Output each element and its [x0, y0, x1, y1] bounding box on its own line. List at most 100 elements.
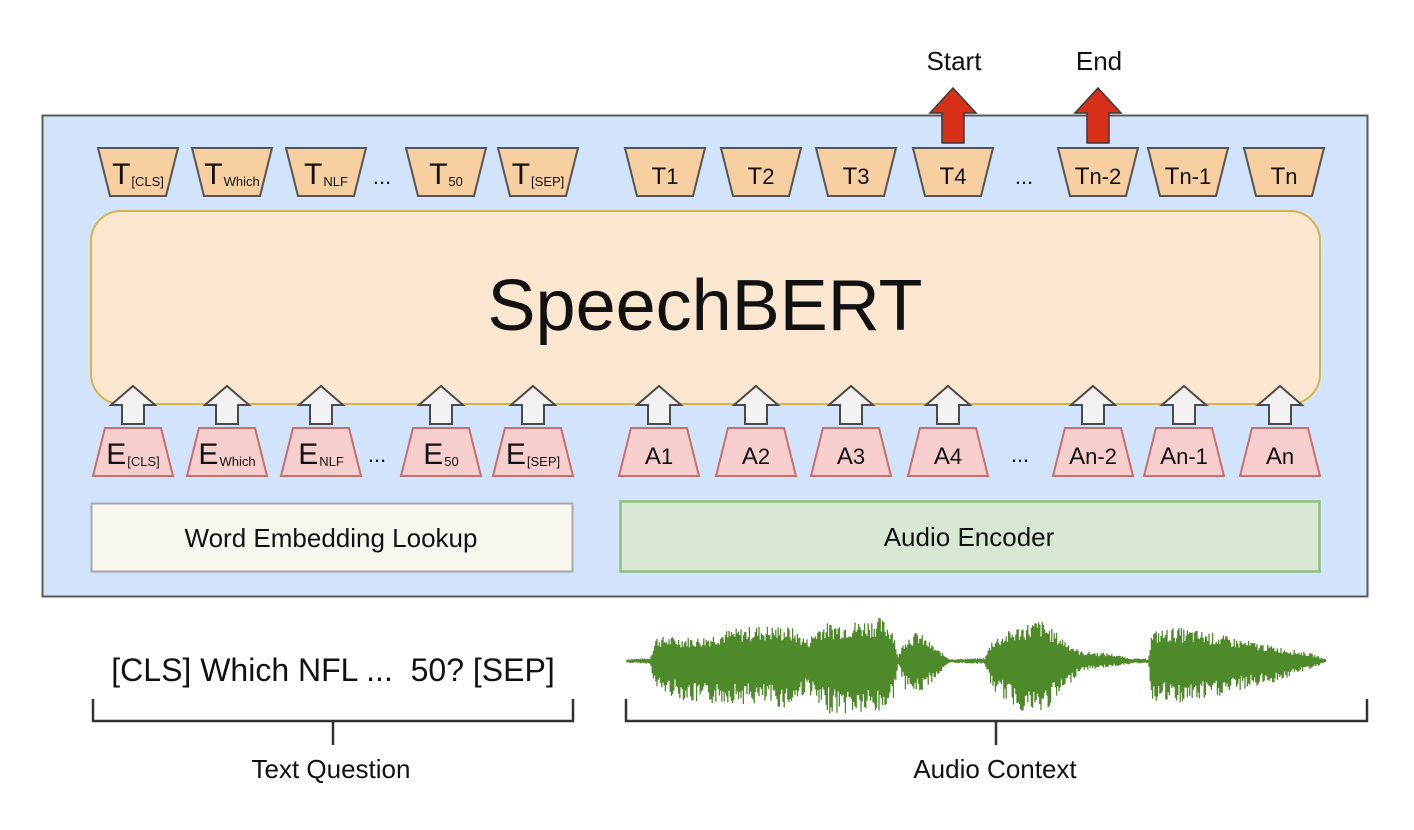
output-token: T[CLS]	[96, 147, 180, 197]
input-embedding: A4	[906, 427, 990, 477]
input-embedding-shape	[617, 427, 701, 477]
bottom-audio-ellipsis: ...	[1011, 442, 1029, 467]
end-label: End	[1076, 46, 1122, 76]
input-embedding-label: An-2	[1069, 443, 1117, 470]
output-token-shape	[1056, 147, 1140, 197]
input-embedding-label: E50	[423, 438, 458, 471]
token-subscript: 4	[950, 444, 962, 469]
up-arrow-icon	[1068, 384, 1118, 425]
token-main-letter: T	[1075, 163, 1090, 190]
token-main-letter: T	[112, 158, 130, 191]
output-token: TWhich	[190, 147, 274, 197]
output-token-label: Tn-2	[1075, 163, 1121, 190]
token-subscript: Which	[219, 454, 255, 469]
token-main-letter: T	[748, 163, 763, 190]
up-arrow-icon	[508, 384, 558, 425]
text-question-bracket	[91, 699, 575, 745]
input-embedding-shape	[1238, 427, 1322, 477]
token-main-letter: A	[645, 443, 661, 470]
end-output: End	[1073, 46, 1123, 144]
input-embedding-shape	[491, 427, 575, 477]
token-main-letter: A	[837, 443, 853, 470]
bottom-text-ellipsis: ...	[368, 442, 386, 467]
token-subscript: 50	[448, 174, 462, 189]
token-subscript: n-1	[1176, 444, 1208, 469]
token-subscript: n	[1285, 164, 1297, 189]
token-main-letter: T	[940, 163, 955, 190]
output-token: T3	[814, 147, 898, 197]
output-token-label: T50	[429, 158, 463, 191]
audio-context-bracket	[624, 699, 1369, 745]
output-token: T4	[911, 147, 995, 197]
token-main-letter: A	[1266, 443, 1282, 470]
word-embedding-lookup-label: Word Embedding Lookup	[185, 523, 478, 553]
input-embedding-label: ENLF	[298, 438, 344, 471]
token-subscript: Which	[224, 174, 260, 189]
token-main-letter: A	[1069, 443, 1085, 470]
token-subscript: [CLS]	[131, 174, 164, 189]
start-label: Start	[927, 46, 983, 76]
red-up-arrow-icon	[928, 86, 978, 144]
token-subscript: n	[1282, 444, 1294, 469]
word-embedding-lookup-box	[90, 502, 574, 573]
output-token-label: T2	[748, 163, 775, 190]
input-embedding-label: E[CLS]	[106, 438, 160, 471]
output-token: T[SEP]	[496, 147, 580, 197]
output-token-label: T4	[940, 163, 967, 190]
token-subscript: [CLS]	[127, 454, 160, 469]
output-token-shape	[911, 147, 995, 197]
input-embedding-shape	[906, 427, 990, 477]
token-main-letter: A	[1160, 443, 1176, 470]
token-subscript: NLF	[319, 454, 344, 469]
red-up-arrow-icon	[1073, 86, 1123, 144]
input-embedding-label: E[SEP]	[506, 438, 560, 471]
output-token-label: Tn	[1271, 163, 1298, 190]
token-subscript: 2	[758, 444, 770, 469]
token-main-letter: E	[506, 438, 526, 471]
token-main-letter: T	[304, 158, 322, 191]
up-arrow-icon	[1159, 384, 1209, 425]
token-subscript: 3	[853, 444, 865, 469]
up-arrow-icon	[416, 384, 466, 425]
output-token-shape	[96, 147, 180, 197]
output-token-shape	[814, 147, 898, 197]
output-token-shape	[404, 147, 488, 197]
input-embedding-shape	[1051, 427, 1135, 477]
top-audio-ellipsis: ...	[1015, 164, 1033, 189]
input-embedding-shape	[714, 427, 798, 477]
token-subscript: n-1	[1179, 164, 1211, 189]
token-subscript: 1	[661, 444, 673, 469]
output-token-label: TNLF	[304, 158, 348, 191]
speechbert-block	[90, 210, 1321, 405]
output-token-label: T[CLS]	[112, 158, 164, 191]
audio-encoder-label: Audio Encoder	[884, 522, 1055, 552]
token-main-letter: T	[843, 163, 858, 190]
input-embedding-label: An-1	[1160, 443, 1208, 470]
waveform-trace	[626, 617, 1327, 714]
text-question: [CLS] Which NFL ... 50? [SEP]	[111, 652, 554, 688]
token-main-letter: E	[198, 438, 218, 471]
input-embedding: A1	[617, 427, 701, 477]
input-embedding-label: An	[1266, 443, 1294, 470]
output-token-shape	[496, 147, 580, 197]
output-token: Tn-1	[1146, 147, 1230, 197]
token-main-letter: T	[1165, 163, 1180, 190]
token-subscript: [SEP]	[527, 454, 560, 469]
up-arrow-icon	[826, 384, 876, 425]
output-token: TNLF	[284, 147, 368, 197]
token-main-letter: T	[652, 163, 667, 190]
output-token-shape	[1242, 147, 1326, 197]
up-arrow-icon	[634, 384, 684, 425]
token-subscript: NLF	[323, 174, 348, 189]
token-subscript: 50	[444, 454, 458, 469]
token-main-letter: A	[934, 443, 950, 470]
token-main-letter: T	[204, 158, 222, 191]
output-token-label: T[SEP]	[512, 158, 565, 191]
up-arrow-icon	[296, 384, 346, 425]
up-arrow-icon	[923, 384, 973, 425]
input-embedding-label: A3	[837, 443, 865, 470]
output-token: T2	[719, 147, 803, 197]
